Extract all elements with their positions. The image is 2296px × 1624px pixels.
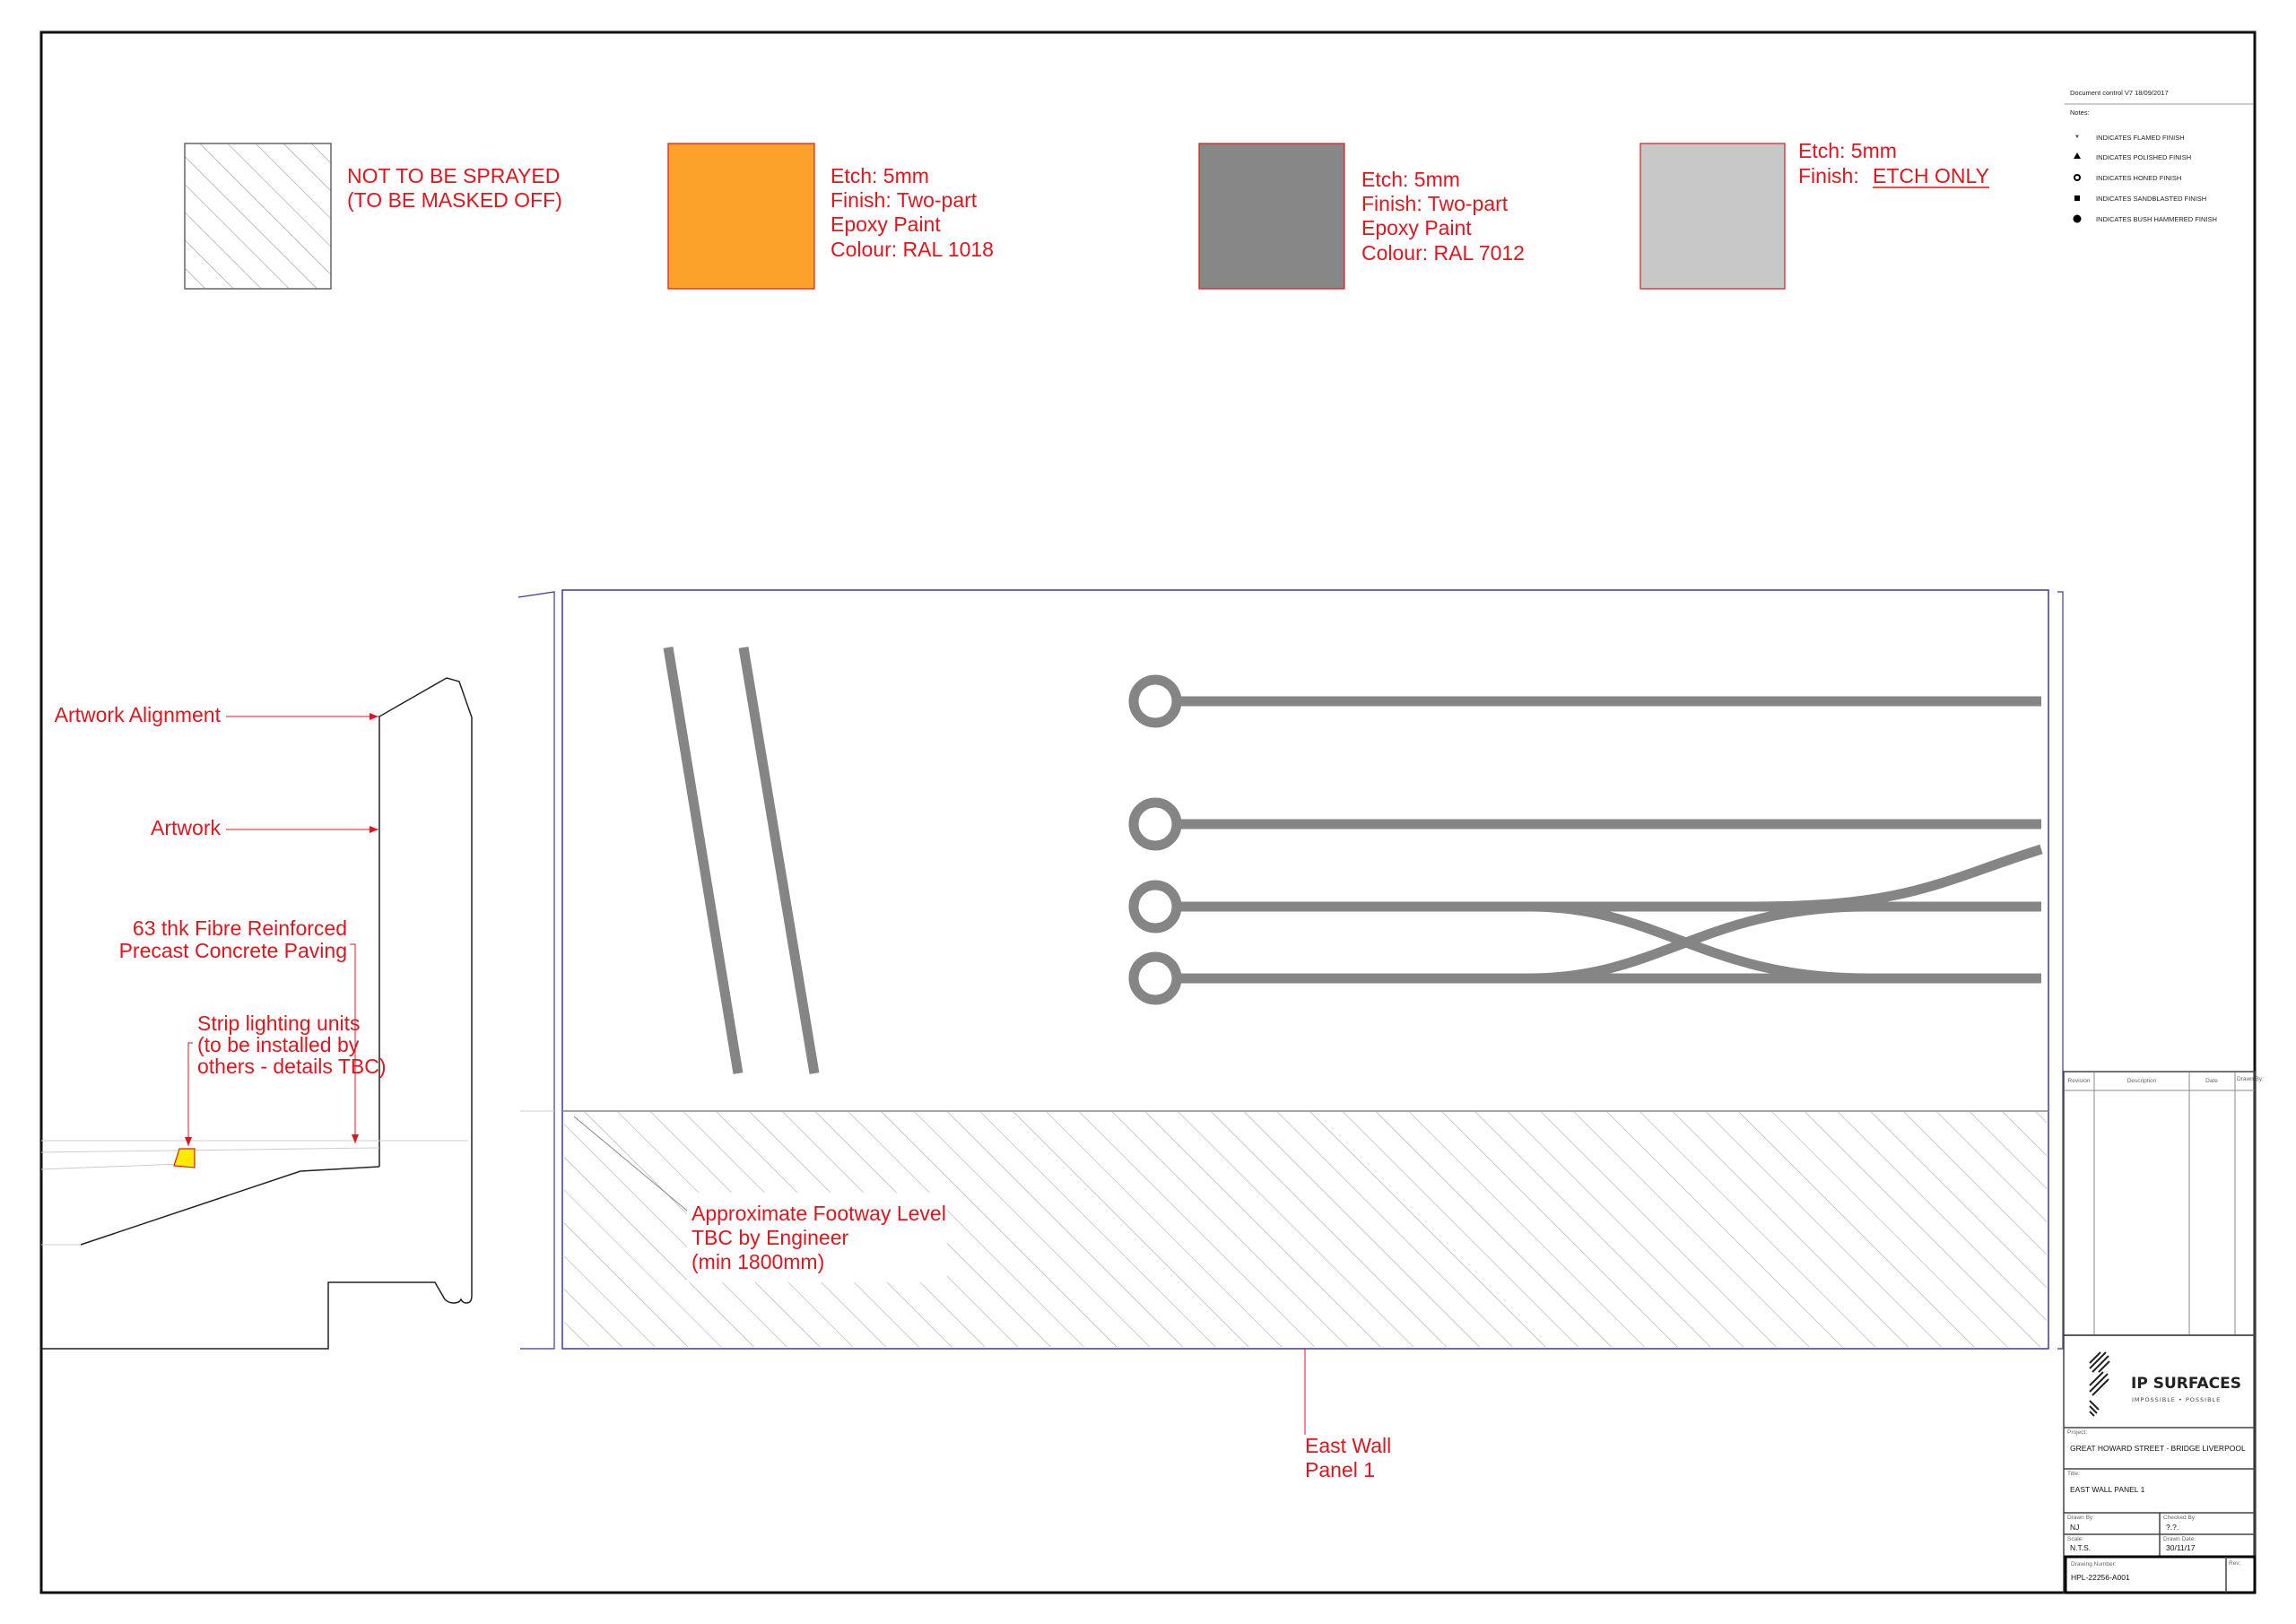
panel-elevation: Approximate Footway Level TBC by Enginee… <box>517 589 2064 1481</box>
square-icon <box>2074 195 2080 201</box>
hatched-swatch <box>184 143 332 290</box>
dot-icon <box>2073 214 2082 223</box>
drawing-text: Rev: <box>2229 1560 2241 1567</box>
drawing-text: Drawing Number: <box>2071 1561 2117 1568</box>
drawing-text: Strip lighting units <box>197 1012 361 1035</box>
drawing-text: Etch: 5mm <box>1798 139 1897 162</box>
light-grey-swatch <box>1639 143 1786 290</box>
ring-terminal <box>1128 951 1182 1005</box>
ip-surfaces-logo: IP SURFACES IMPOSSIBLE • POSSIBLE <box>2089 1351 2241 1417</box>
drawing-text: Revision <box>2068 1078 2091 1084</box>
artwork-lines <box>663 647 2043 1074</box>
ring-terminal <box>1128 880 1182 934</box>
grey-swatch <box>1198 143 1345 290</box>
drawing-text: TBC by Engineer <box>691 1226 848 1249</box>
drawing-text: Checked By: <box>2163 1515 2196 1521</box>
logo-mark <box>2089 1351 2110 1417</box>
drawing-text: INDICATES SANDBLASTED FINISH <box>2096 195 2206 203</box>
drawing-text: Finish: <box>1798 164 1859 187</box>
drawing-text: N.T.S. <box>2070 1543 2091 1552</box>
legend-text: NOT TO BE SPRAYED <box>347 164 560 187</box>
drawing-text: GREAT HOWARD STREET - BRIDGE LIVERPOOL <box>2070 1444 2246 1453</box>
section-labels: Artwork Alignment Artwork 63 thk Fibre R… <box>55 703 386 1146</box>
drawing-text: Colour: RAL 1018 <box>831 238 994 261</box>
drawing-text: Epoxy Paint <box>1361 216 1472 239</box>
drawing-text: Artwork Alignment <box>55 703 222 726</box>
title-block <box>2063 1334 2257 1594</box>
ring-terminal <box>1128 674 1182 728</box>
drawing-text: INDICATES FLAMED FINISH <box>2096 134 2185 142</box>
drawing-text: (min 1800mm) <box>691 1250 824 1273</box>
drawing-text: Drawn By: <box>2067 1515 2094 1521</box>
drawing-text: IP SURFACES <box>2131 1375 2241 1393</box>
orange-swatch <box>667 143 815 290</box>
footway-label-bg <box>687 1193 947 1282</box>
drawing-text: INDICATES HONED FINISH <box>2096 174 2181 182</box>
star-icon: * <box>2075 134 2079 143</box>
ring-icon <box>2074 174 2081 181</box>
revision-table <box>2063 1071 2256 1336</box>
drawing-text: 63 thk Fibre Reinforced <box>133 916 347 940</box>
drawing-text: ?.?. <box>2166 1523 2179 1532</box>
drawing-text: IMPOSSIBLE • POSSIBLE <box>2132 1396 2221 1403</box>
triangle-icon <box>2074 152 2081 159</box>
drawing-text: Etch: 5mm <box>831 164 929 187</box>
drawing-text: ETCH ONLY <box>1873 164 1989 187</box>
drawing-text: Scale: <box>2067 1536 2083 1542</box>
drawing-text: Description <box>2127 1078 2157 1084</box>
drawing-text: 30/11/17 <box>2166 1543 2196 1552</box>
drawing-text: Colour: RAL 7012 <box>1361 241 1525 265</box>
drawing-text: Finish: Two-part <box>831 188 978 212</box>
drawing-text: NJ <box>2070 1523 2079 1532</box>
drawing-text: Drawn Date: <box>2163 1536 2196 1542</box>
legend-etch-only: Etch: 5mm Finish: ETCH ONLY <box>1639 139 1989 290</box>
drawing-text: Precast Concrete Paving <box>119 939 347 962</box>
drawing-text: INDICATES BUSH HAMMERED FINISH <box>2096 215 2217 223</box>
drawing-text: Finish: Two-part <box>1361 192 1509 215</box>
drawing-text: EAST WALL PANEL 1 <box>2070 1485 2145 1494</box>
drawing-text: (to be installed by <box>197 1033 360 1056</box>
drawing-text: Epoxy Paint <box>831 213 941 236</box>
drawing-text: Project: <box>2067 1429 2087 1436</box>
drawing-text: Artwork <box>151 816 221 839</box>
strip-light-unit <box>173 1148 196 1168</box>
sheet-border <box>39 30 2257 1594</box>
drawing-text: Drawn By: <box>2237 1076 2264 1082</box>
drawing-text: Document control V7 18/09/2017 <box>2070 89 2169 97</box>
drawing-text: Notes: <box>2070 109 2090 117</box>
drawing-text: INDICATES POLISHED FINISH <box>2096 153 2191 161</box>
notes-panel: Document control V7 18/09/2017 Notes: * … <box>2065 89 2253 223</box>
drawing-text: HPL-22256-A001 <box>2071 1573 2130 1582</box>
legend-ral-1018: Etch: 5mm Finish: Two-part Epoxy Paint C… <box>667 143 994 290</box>
drawing-text: East Wall <box>1305 1434 1391 1457</box>
legend-text: (TO BE MASKED OFF) <box>347 188 562 212</box>
legend-not-sprayed: NOT TO BE SPRAYED (TO BE MASKED OFF) <box>184 143 562 290</box>
ring-terminal <box>1128 797 1182 851</box>
wall-section <box>40 677 473 1350</box>
drawing-text: Date <box>2205 1078 2218 1084</box>
legend-ral-7012: Etch: 5mm Finish: Two-part Epoxy Paint C… <box>1198 143 1525 290</box>
drawing-text: Panel 1 <box>1305 1458 1375 1481</box>
drawing-text: Approximate Footway Level <box>691 1202 946 1225</box>
drawing-text: Title: <box>2067 1471 2080 1477</box>
drawing-text: Etch: 5mm <box>1361 168 1460 191</box>
drawing-text: others - details TBC) <box>197 1055 386 1078</box>
